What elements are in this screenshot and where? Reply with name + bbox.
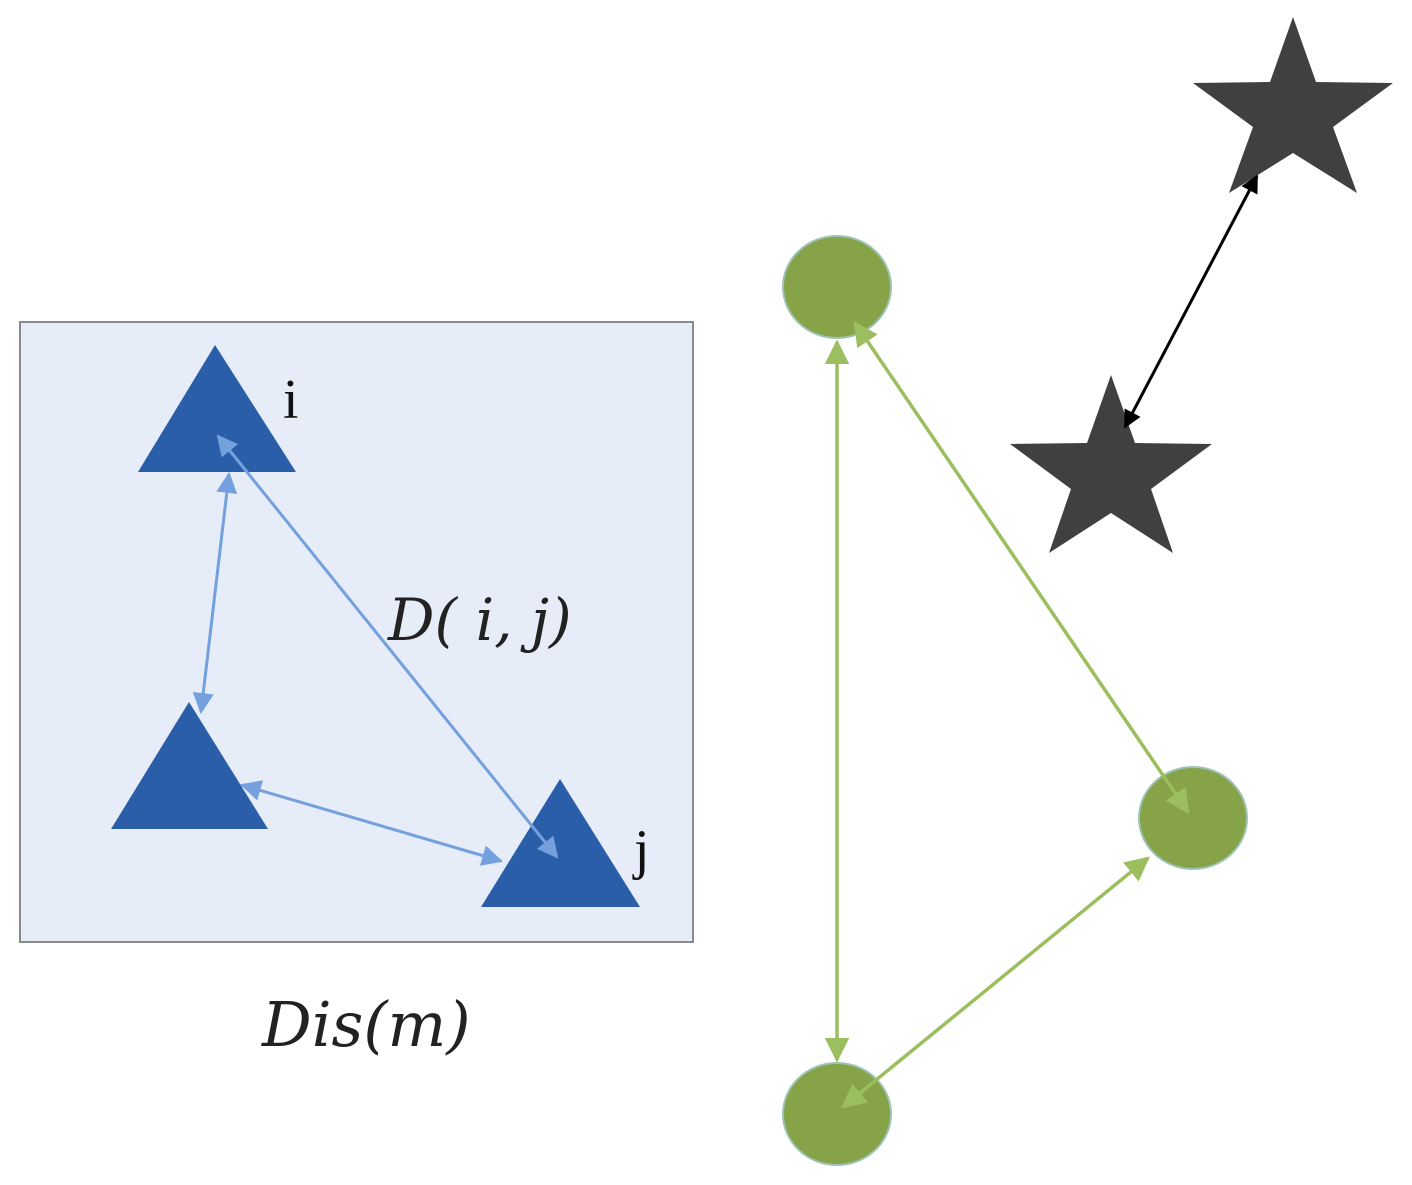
node-label-j: j <box>632 819 650 881</box>
circle-node-icon <box>1138 766 1248 870</box>
arrow-star-link <box>1123 174 1259 429</box>
triangle-node-icon <box>481 779 640 907</box>
star-node-icon <box>1193 17 1393 193</box>
cluster-caption: Dis(m) <box>261 988 471 1061</box>
arrow-circle-top-right <box>853 320 1190 815</box>
edge-label-distance: D( i, j) <box>387 586 572 654</box>
node-label-i: i <box>283 369 299 431</box>
arrow-left-j <box>239 780 504 866</box>
circle-node-icon <box>782 1062 892 1166</box>
arrow-circle-right-bottom <box>841 856 1150 1109</box>
circle-node-icon <box>782 235 892 339</box>
star-node-icon <box>1010 375 1212 553</box>
arrow-i-left <box>192 471 238 715</box>
